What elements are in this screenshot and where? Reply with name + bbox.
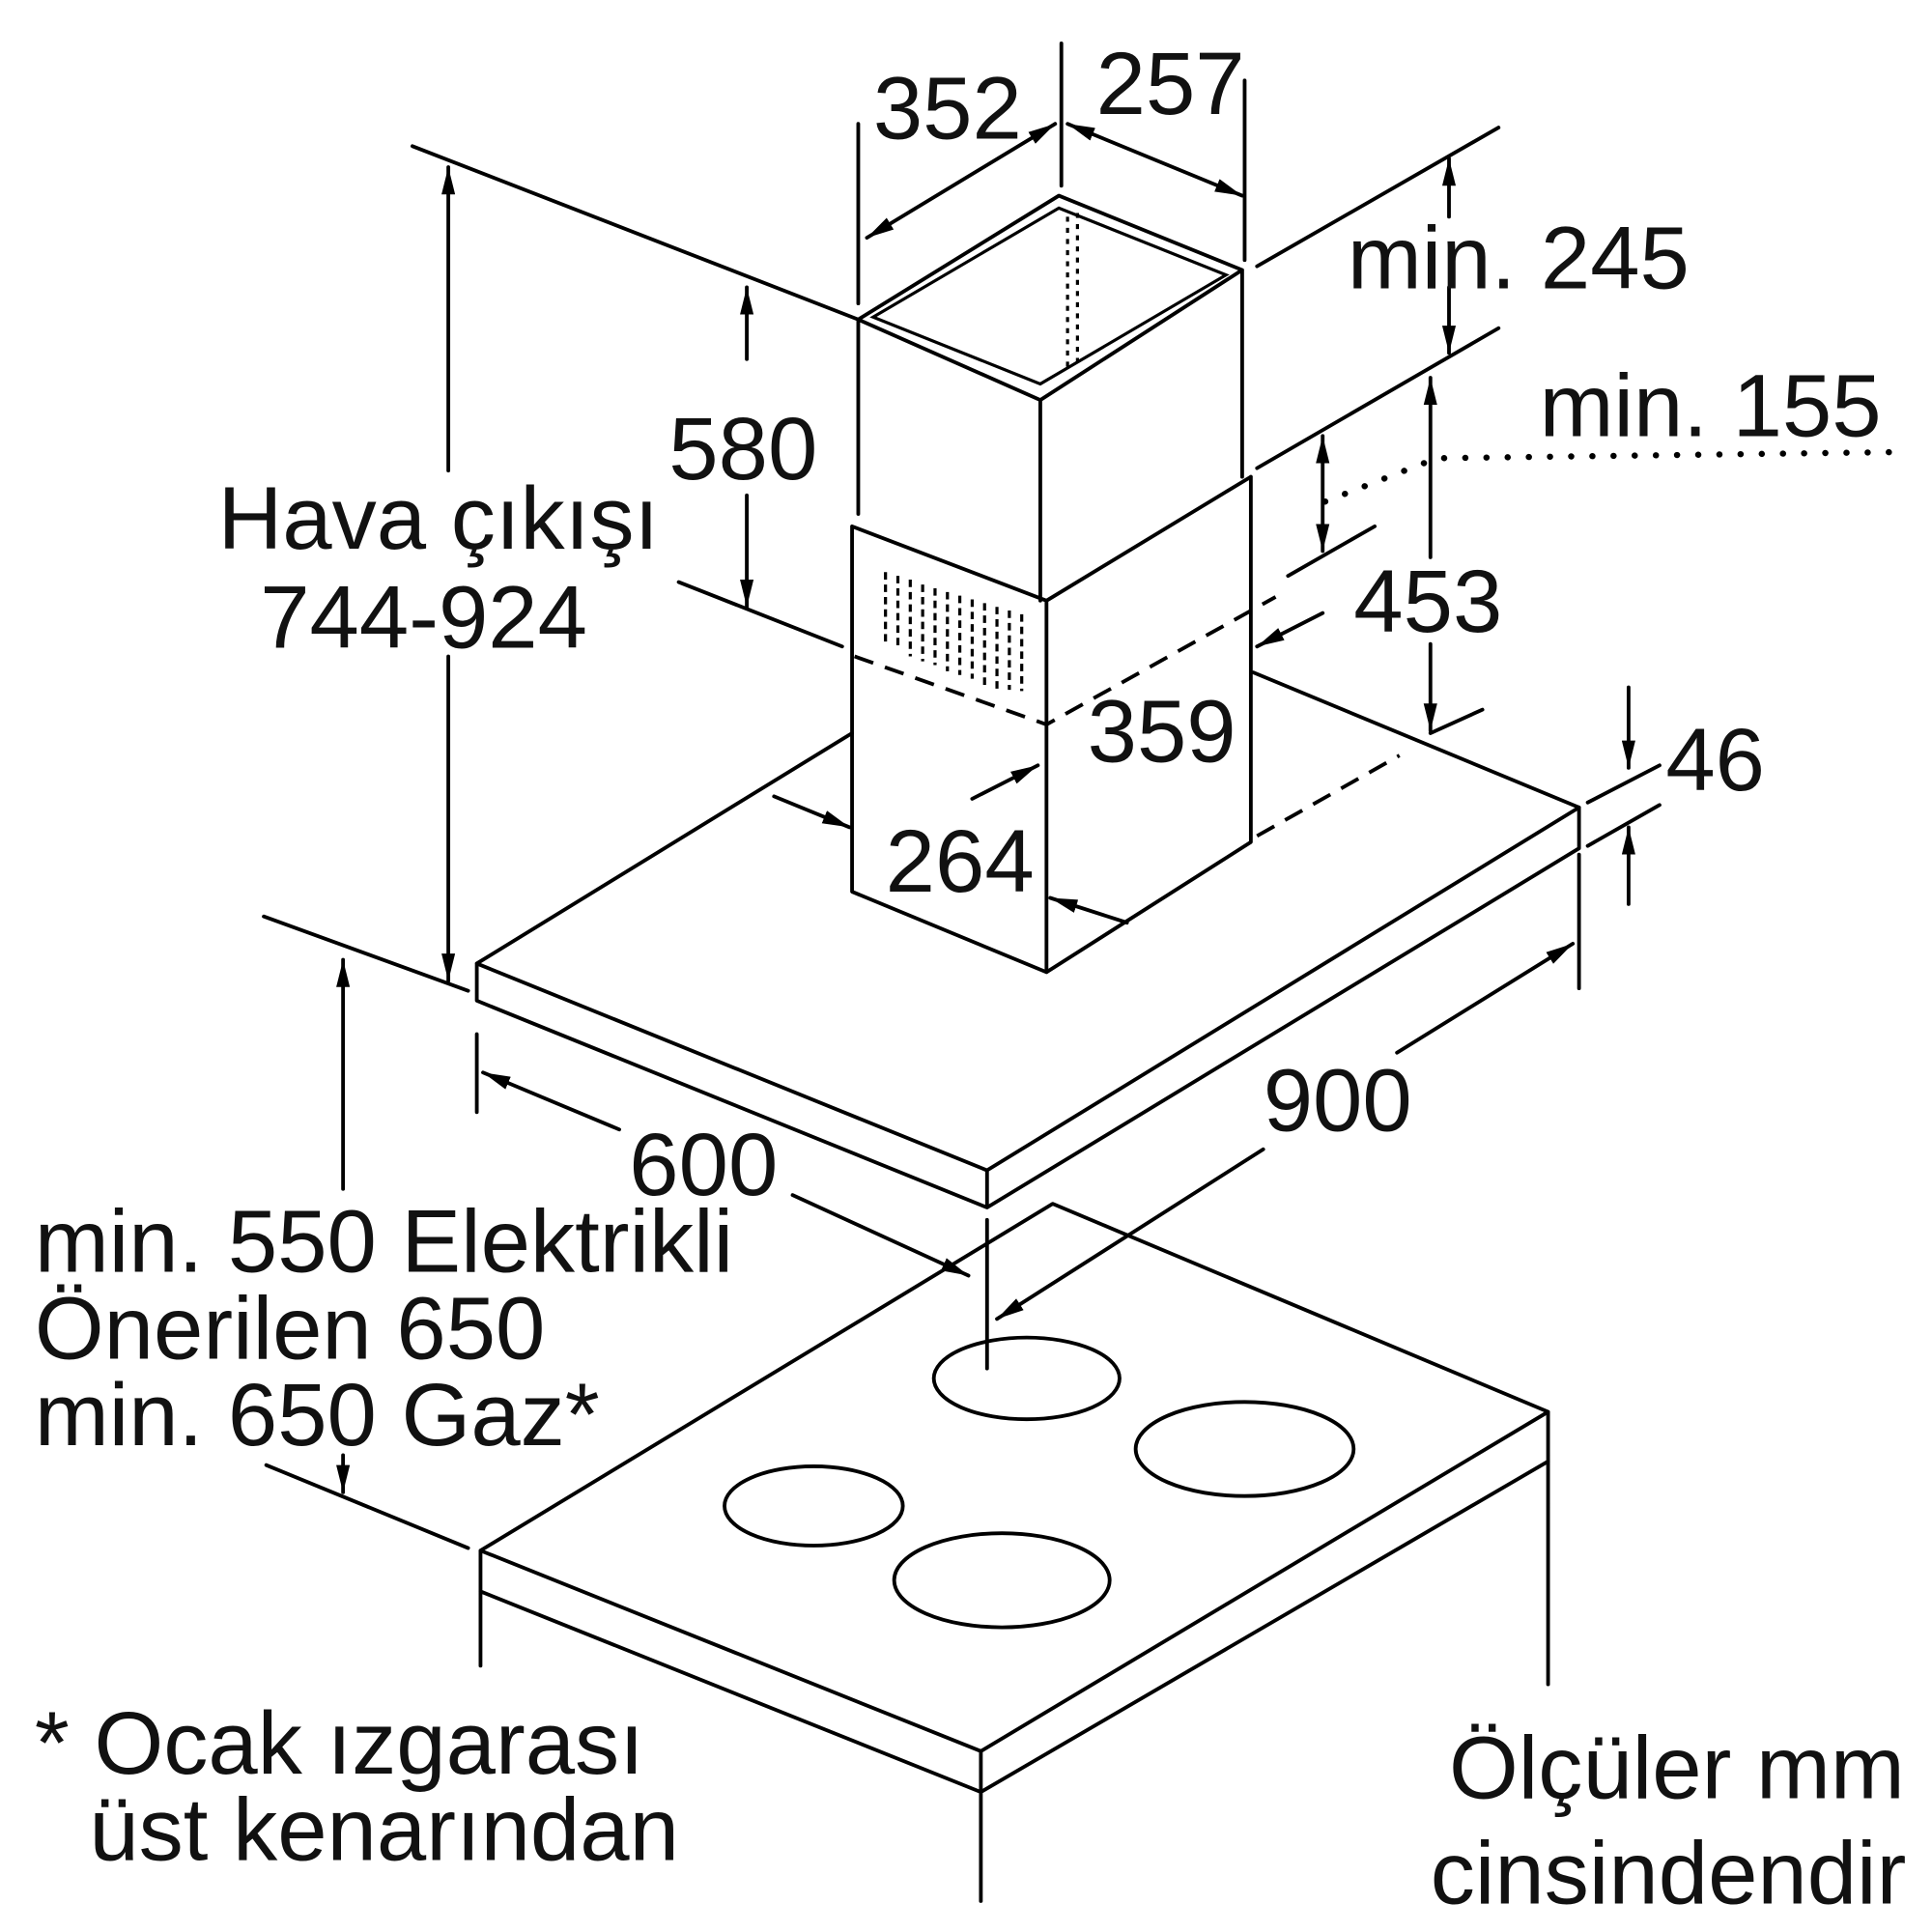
air-outlet-range: 744-924 [260,567,587,668]
clearance-recommended: Önerilen 650 [35,1277,545,1378]
burner [892,1531,1112,1630]
dim-min-245: min. 245 [1348,208,1690,308]
dim-min-155: min. 155 [1540,355,1882,455]
burner [1133,1400,1356,1498]
vent-grille [884,572,1024,692]
dim-580: 580 [668,398,817,498]
burner [931,1335,1122,1422]
dotted-reference-line [1321,448,1905,505]
upper-chimney [856,193,1244,603]
clearance-gas: min. 650 Gaz* [35,1364,600,1464]
dim-359: 359 [1088,680,1236,781]
footnote-line1: * Ocak ızgarası [35,1692,644,1793]
burner [723,1464,905,1548]
cooktop [478,1202,1550,1903]
extension-lines [262,41,1662,1550]
dim-600: 600 [629,1114,778,1214]
dim-46: 46 [1665,709,1765,810]
dim-900: 900 [1264,1050,1412,1151]
dim-453: 453 [1353,551,1502,651]
footnote-line2: üst kenarından [89,1779,679,1880]
dim-257: 257 [1096,33,1245,133]
hood-canopy [474,670,1581,1209]
hidden-lines [853,595,1401,838]
clearance-electric: min. 550 Elektrikli [35,1191,733,1292]
dim-352: 352 [873,58,1022,158]
air-outlet-label: Hava çıkışı [218,468,659,568]
units-note-line1: Ölçüler mm [1449,1718,1905,1818]
dim-264: 264 [886,810,1035,911]
units-note-line2: cinsindendir [1431,1823,1907,1923]
dimension-arrows [336,122,1635,1494]
